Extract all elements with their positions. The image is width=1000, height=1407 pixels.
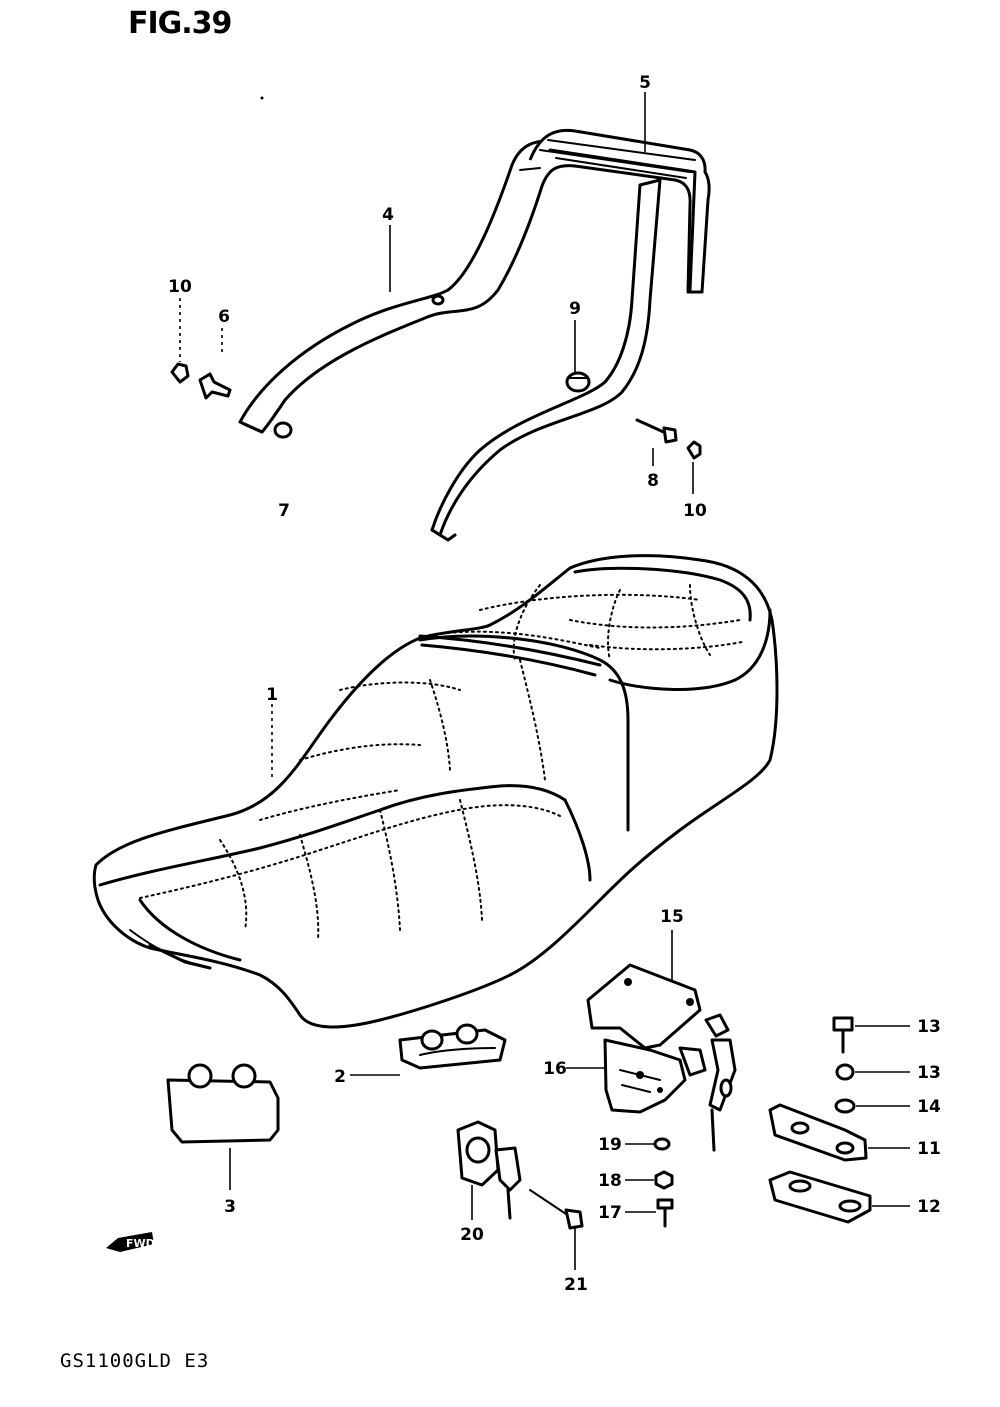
callout-2: 2 — [334, 1067, 346, 1087]
callout-3: 3 — [224, 1197, 236, 1217]
speck — [260, 96, 264, 100]
seat-rail-drawing — [238, 128, 711, 542]
callout-18: 17 — [598, 1203, 622, 1223]
callout-8: 8 — [647, 471, 659, 491]
forward-arrow-icon: FWD — [106, 1232, 155, 1252]
leader-lines — [179, 92, 910, 1270]
left-hardware — [170, 362, 232, 400]
fasteners-drawing — [529, 1016, 872, 1230]
callout-4: 4 — [382, 205, 394, 225]
callout-15: 14 — [917, 1097, 941, 1117]
callout-1: 1 — [266, 685, 278, 705]
callout-10-right: 10 — [683, 501, 707, 521]
cushion-front-drawing — [398, 1023, 507, 1070]
bracket-drawing — [586, 963, 702, 1050]
callout-11: 11 — [917, 1139, 941, 1159]
cushion-rear-drawing — [166, 1063, 280, 1144]
callout-10-left: 10 — [168, 277, 192, 297]
forward-marker-label: FWD — [126, 1237, 155, 1250]
right-hardware — [635, 418, 702, 460]
seat-lock-drawing — [603, 1013, 737, 1152]
cushion-rubber-drawing — [565, 371, 591, 393]
callout-5: 5 — [639, 73, 651, 93]
callout-14: 13 — [917, 1063, 941, 1083]
callout-21: 20 — [460, 1225, 484, 1245]
callout-13: 13 — [917, 1017, 941, 1037]
callout-labels: 5 4 10 6 9 8 10 7 1 2 3 15 16 13 13 14 1… — [168, 73, 941, 1295]
model-code: GS1100GLD E3 — [60, 1350, 210, 1372]
figure-title: FIG.39 — [128, 6, 232, 41]
callout-20: 19 — [598, 1135, 622, 1155]
callout-7: 7 — [278, 501, 290, 521]
helmet-lock-drawing — [456, 1120, 522, 1220]
callout-22: 21 — [564, 1275, 588, 1295]
callout-17: 16 — [543, 1059, 567, 1079]
callout-6: 6 — [218, 307, 230, 327]
callout-12: 12 — [917, 1197, 941, 1217]
callout-9: 9 — [569, 299, 581, 319]
seat-drawing — [92, 554, 779, 1029]
callout-19: 18 — [598, 1171, 622, 1191]
callout-16: 15 — [660, 907, 684, 927]
